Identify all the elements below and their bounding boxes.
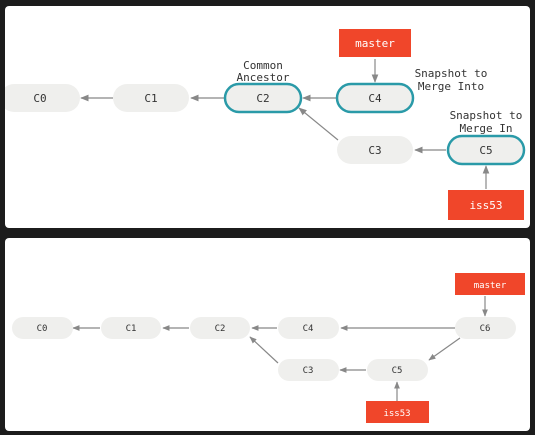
branch-b-master-label: master [474,281,507,291]
commit-c0: C0 [5,84,80,112]
commit-c2: C2 [223,82,303,114]
annotation-common-ancestor-line1: Common [243,59,283,72]
edge-b-c6-c5 [428,337,461,361]
branch-master-label: master [355,37,395,50]
commit-b-c2: C2 [190,317,250,339]
annotation-merge-into: Snapshot to Merge Into [415,67,488,93]
commit-c1: C1 [113,84,189,112]
branch-iss53-label: iss53 [469,199,502,212]
branch-iss53: iss53 [448,190,524,220]
commit-b-c1: C1 [101,317,161,339]
commit-b-c3: C3 [278,359,339,381]
commit-b-c4-label: C4 [303,324,314,334]
edge-b-c3-c2 [249,336,279,364]
commit-b-c6-label: C6 [480,324,491,334]
commit-b-c2-label: C2 [215,324,226,334]
annotation-merge-in-line1: Snapshot to [450,109,523,122]
annotation-merge-into-line1: Snapshot to [415,67,488,80]
commit-b-c5-label: C5 [392,366,403,376]
branch-b-iss53-label: iss53 [383,409,410,419]
commit-c1-label: C1 [144,92,157,105]
commit-c4: C4 [335,82,415,114]
edge-c3-c2 [298,107,339,141]
commit-c3: C3 [337,136,413,164]
commit-b-c1-label: C1 [126,324,137,334]
branch-b-iss53: iss53 [366,401,429,423]
annotation-common-ancestor: Common Ancestor [237,59,290,84]
branch-master: master [339,29,411,57]
annotation-merge-in-line2: Merge In [460,122,513,135]
commit-c5-label: C5 [479,144,492,157]
commit-c2-label: C2 [256,92,269,105]
commit-c0-label: C0 [33,92,46,105]
commit-c3-label: C3 [368,144,381,157]
commit-b-c3-label: C3 [303,366,314,376]
annotation-merge-into-line2: Merge Into [418,80,484,93]
commit-c4-label: C4 [368,92,382,105]
commit-b-c0-label: C0 [37,324,48,334]
annotation-common-ancestor-line2: Ancestor [237,71,290,84]
commit-b-c4: C4 [278,317,339,339]
merge-before-diagram: C0 C1 C2 C4 C3 C5 master iss53 Common An… [5,6,530,228]
commit-b-c5: C5 [367,359,428,381]
annotation-merge-in: Snapshot to Merge In [450,109,523,135]
commit-b-c6: C6 [455,317,516,339]
branch-b-master: master [455,273,525,295]
merge-after-diagram: C0 C1 C2 C4 C6 C3 C5 master iss53 [5,238,530,431]
commit-c5: C5 [446,134,526,166]
commit-b-c0: C0 [12,317,73,339]
